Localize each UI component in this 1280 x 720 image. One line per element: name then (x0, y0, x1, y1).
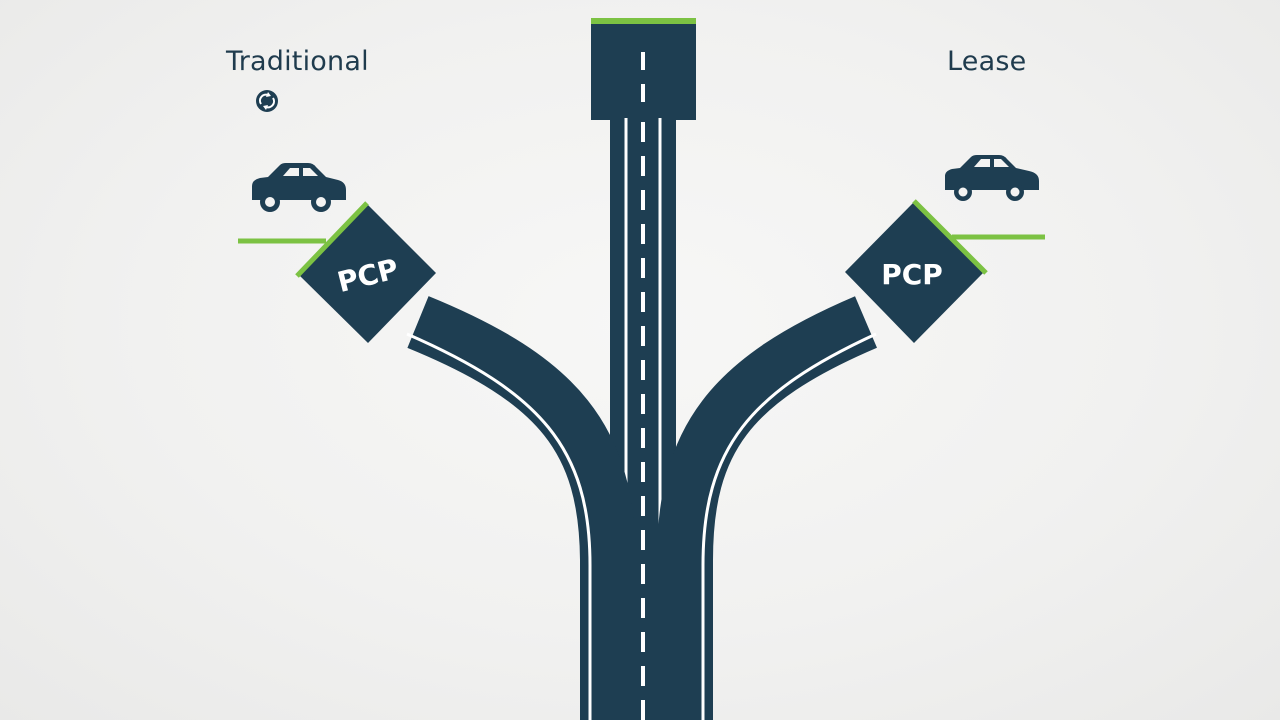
right-pcp-text: PCP (881, 258, 943, 291)
car-icon (252, 163, 346, 212)
center-road-block (591, 18, 696, 120)
left-pcp-sign: PCP (295, 201, 436, 343)
right-road (657, 296, 877, 720)
center-block-accent (591, 18, 696, 24)
left-road (406, 296, 636, 720)
traditional-label: Traditional (226, 46, 369, 77)
recycle-icon (256, 90, 278, 112)
right-pcp-sign: PCP (845, 199, 988, 343)
lease-label: Lease (947, 46, 1027, 77)
car-icon (945, 155, 1039, 201)
